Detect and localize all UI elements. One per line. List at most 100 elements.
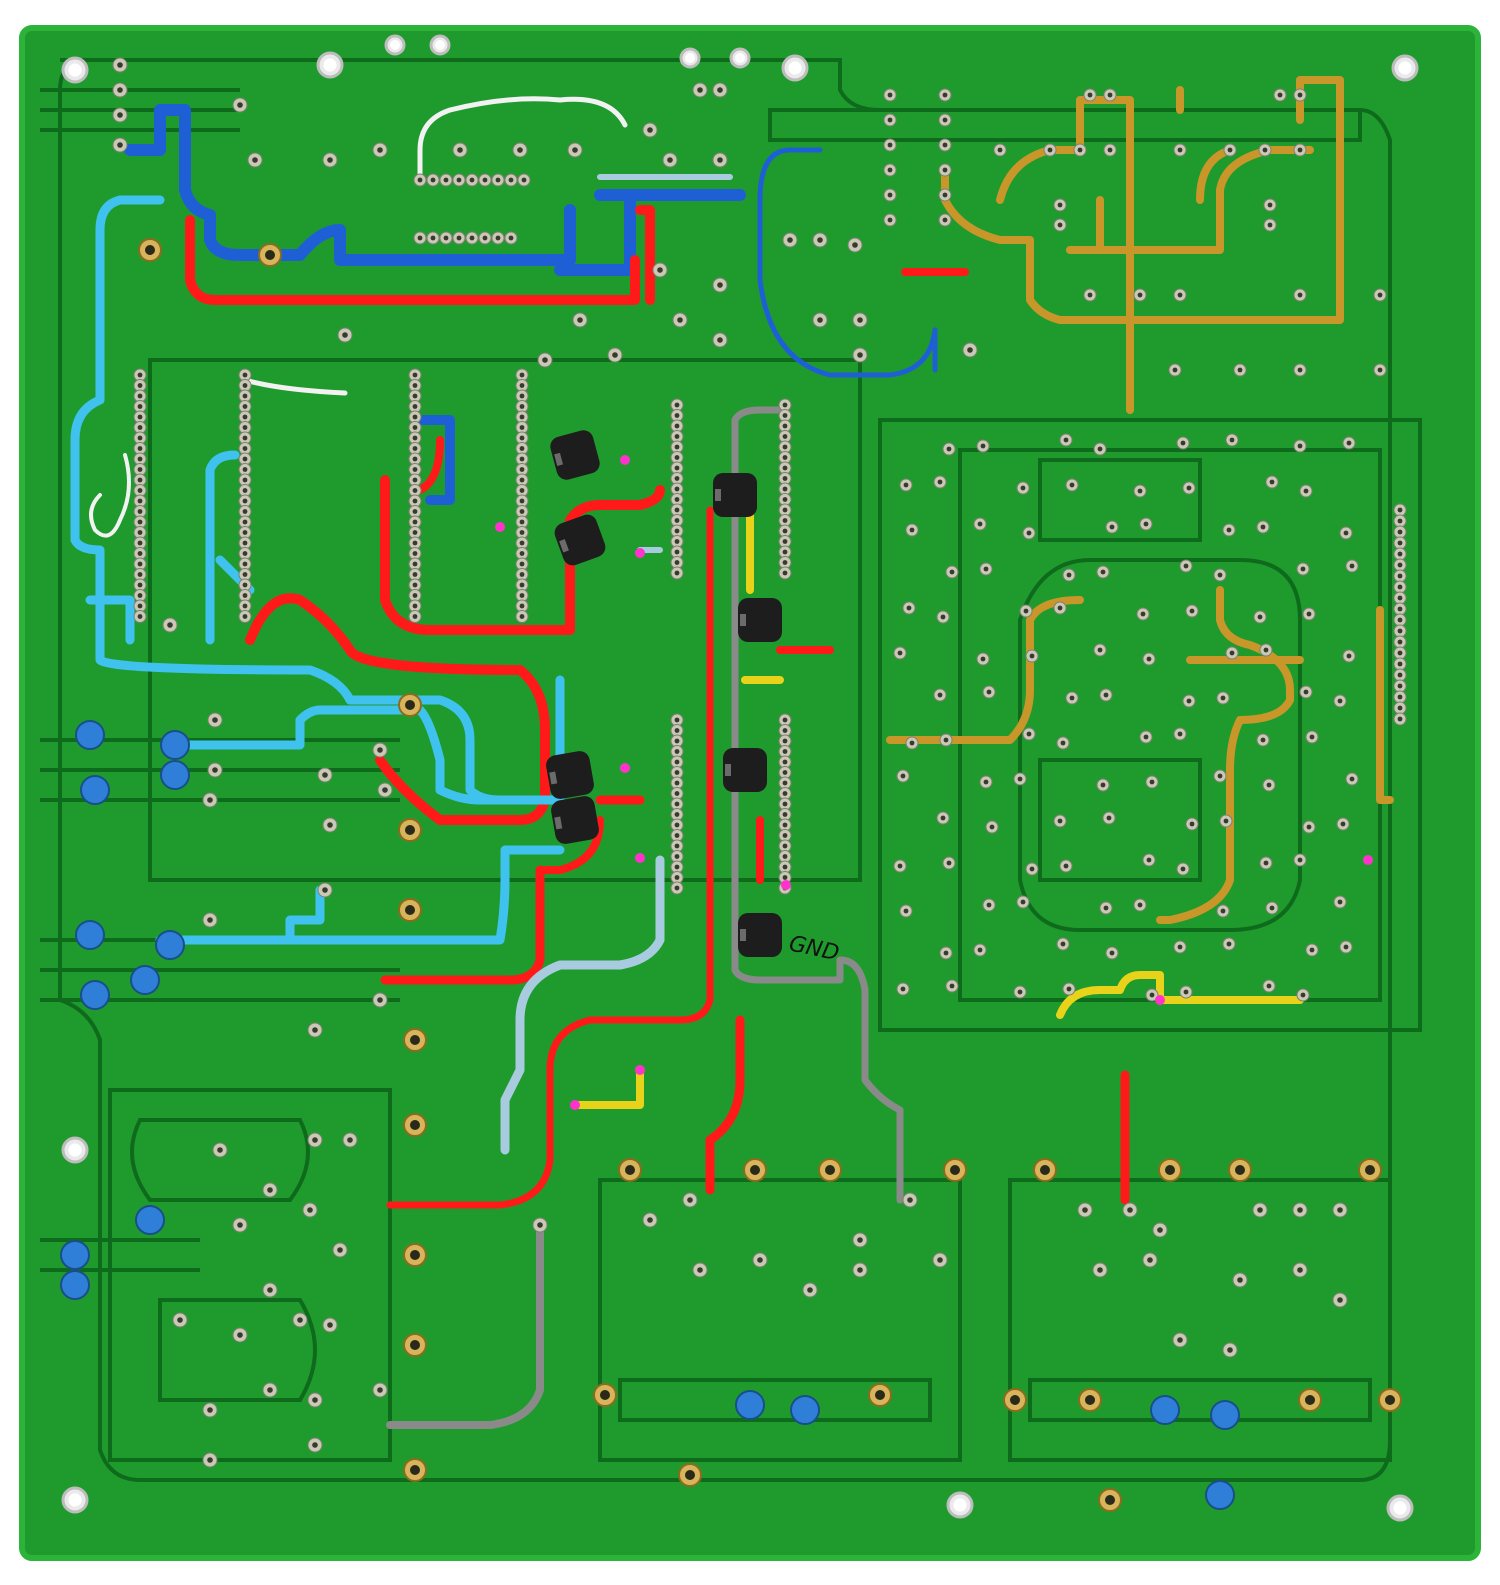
drill-hole <box>1063 437 1069 443</box>
drill-hole <box>137 372 143 378</box>
drill-hole <box>1266 782 1272 788</box>
drill-hole <box>1172 367 1178 373</box>
drill-hole <box>1217 773 1223 779</box>
drill-hole <box>412 498 418 504</box>
drill-hole <box>887 142 893 148</box>
drill-hole <box>1137 902 1143 908</box>
drill-hole <box>782 507 788 513</box>
drill-hole <box>508 177 514 183</box>
drill-hole <box>717 157 723 163</box>
drill-hole <box>674 539 680 544</box>
drill-hole <box>674 465 680 471</box>
drill-hole <box>377 997 383 1003</box>
drill-hole <box>782 476 788 481</box>
drill-hole <box>212 767 218 773</box>
drill-hole <box>217 1147 223 1153</box>
large-pad-hole <box>410 1035 420 1045</box>
test-point-marker <box>781 880 791 890</box>
drill-hole <box>674 402 680 408</box>
drill-hole <box>137 519 143 525</box>
drill-hole <box>1069 482 1075 488</box>
drill-hole <box>1183 989 1189 995</box>
drill-hole <box>327 157 333 163</box>
drill-hole <box>1297 1267 1303 1273</box>
drill-hole <box>342 332 348 338</box>
test-point-marker <box>1363 855 1373 865</box>
drill-hole <box>1343 944 1349 950</box>
drill-hole <box>1017 989 1023 995</box>
drill-hole <box>1127 1207 1133 1213</box>
drill-hole <box>782 518 788 523</box>
drill-hole <box>674 780 680 786</box>
large-pad-hole <box>410 1340 420 1350</box>
electrolytic-capacitor <box>713 473 757 517</box>
drill-hole <box>977 521 983 527</box>
large-pad-hole <box>600 1390 610 1400</box>
ceramic-capacitor <box>1150 1395 1180 1425</box>
drill-hole <box>1143 734 1149 740</box>
drill-hole <box>1397 672 1403 678</box>
blue-trace-right <box>757 147 938 378</box>
drill-hole <box>1087 92 1093 98</box>
drill-hole <box>1063 863 1069 869</box>
drill-hole <box>817 237 823 243</box>
drill-hole <box>237 1332 243 1338</box>
drill-hole <box>242 404 248 409</box>
drill-hole <box>1057 818 1063 824</box>
red-trace-lower <box>380 795 1130 1205</box>
drill-hole <box>1397 650 1403 656</box>
drill-hole <box>412 488 418 493</box>
drill-hole <box>412 446 418 451</box>
mounting-hole-center <box>788 61 802 75</box>
drill-hole <box>242 561 248 567</box>
drill-hole <box>1066 572 1072 578</box>
drill-hole <box>1269 905 1275 911</box>
drill-hole <box>674 833 680 838</box>
drill-hole <box>782 539 788 544</box>
drill-hole <box>456 177 462 183</box>
drill-hole <box>1297 367 1303 373</box>
drill-hole <box>242 446 248 451</box>
drill-hole <box>469 235 475 241</box>
drill-hole <box>674 801 680 807</box>
capacitor-polarity-stripe <box>740 614 746 626</box>
drill-hole <box>937 479 943 485</box>
drill-hole <box>1029 866 1035 872</box>
drill-hole <box>412 551 418 556</box>
drill-hole <box>1309 947 1315 953</box>
drill-hole <box>674 455 680 460</box>
drill-hole <box>1149 992 1155 998</box>
red-trace-main <box>245 593 550 825</box>
ceramic-capacitor <box>1210 1400 1240 1430</box>
drill-hole <box>412 477 418 483</box>
white-jumper-left <box>89 453 131 538</box>
drill-hole <box>983 779 989 785</box>
drill-hole <box>782 455 788 460</box>
drill-hole <box>782 822 788 828</box>
drill-hole <box>1397 595 1403 601</box>
drill-hole <box>117 142 123 148</box>
white-jumper-mid <box>242 377 348 396</box>
capacitor-polarity-stripe <box>740 929 746 941</box>
drill-hole <box>1140 611 1146 617</box>
drill-hole <box>1057 202 1063 208</box>
large-pad-hole <box>1305 1395 1315 1405</box>
drill-hole <box>412 404 418 409</box>
mounting-hole-center <box>68 63 82 77</box>
drill-hole <box>412 414 418 420</box>
board-substrate <box>22 28 1478 1558</box>
drill-hole <box>456 235 462 241</box>
mounting-hole-center <box>435 40 445 50</box>
drill-hole <box>807 1287 813 1293</box>
drill-hole <box>1343 530 1349 536</box>
drill-hole <box>657 267 663 273</box>
drill-hole <box>242 456 248 462</box>
drill-hole <box>443 235 449 241</box>
drill-hole <box>782 791 788 796</box>
drill-hole <box>412 435 418 441</box>
drill-hole <box>337 1247 343 1253</box>
drill-hole <box>1303 488 1309 494</box>
drill-hole <box>1397 518 1403 524</box>
drill-hole <box>1177 292 1183 298</box>
